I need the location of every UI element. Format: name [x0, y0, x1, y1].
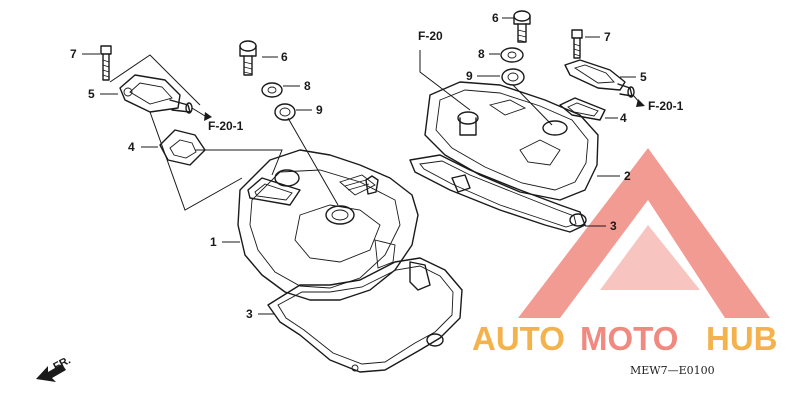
- seal-left: [274, 103, 296, 121]
- leader-lines-left: [82, 53, 339, 315]
- callout-8-left: 8: [304, 79, 311, 93]
- cylinder-head-cover-left: [237, 149, 419, 301]
- cap-bolt-right: [513, 10, 531, 43]
- callout-3-left: 3: [246, 307, 253, 321]
- head-cover-gasket-left: [267, 257, 463, 373]
- callout-6-right: 6: [492, 11, 499, 25]
- cap-bolt-left: [239, 40, 257, 76]
- callout-8-right: 8: [478, 47, 485, 61]
- breather-plate-right: [564, 59, 635, 98]
- callout-9-left: 9: [316, 103, 323, 117]
- callout-7-right: 7: [604, 30, 611, 44]
- bolt-right: [571, 29, 583, 59]
- ref-f20: F-20: [418, 29, 443, 43]
- callout-7-left: 7: [70, 47, 77, 61]
- breather-plate-left: [119, 74, 193, 114]
- callout-5-left: 5: [88, 87, 95, 101]
- watermark-logo: AUTO MOTO HUB: [472, 320, 778, 357]
- callout-4-right: 4: [620, 111, 627, 125]
- diagram-code: MEW7—E0100: [630, 364, 715, 377]
- callout-1: 1: [210, 235, 217, 249]
- leader-lines-right: [419, 17, 645, 227]
- ref-f20-1-left: F-20-1: [208, 119, 244, 133]
- ref-f20-1-right: F-20-1: [648, 99, 684, 113]
- cylinder-head-cover-right: [424, 81, 599, 201]
- separator-right: [559, 97, 606, 121]
- head-cover-gasket-right: [409, 154, 587, 233]
- seal-right: [501, 68, 525, 86]
- washer-left: [261, 82, 283, 98]
- watermark-moto: MOTO: [580, 320, 678, 357]
- bolt-left: [100, 45, 112, 81]
- watermark-auto: AUTO: [472, 320, 565, 357]
- washer-right: [500, 47, 524, 63]
- callout-6-left: 6: [281, 50, 288, 64]
- callout-5-right: 5: [640, 70, 647, 84]
- callout-3-right: 3: [610, 219, 617, 233]
- callout-9-right: 9: [466, 69, 473, 83]
- callout-4-left: 4: [128, 140, 135, 154]
- front-direction-label: FR.: [51, 354, 72, 373]
- front-direction-arrow: [36, 364, 66, 382]
- callout-2: 2: [624, 169, 631, 183]
- watermark-hub: HUB: [706, 320, 778, 357]
- watermark-triangle: [518, 148, 770, 318]
